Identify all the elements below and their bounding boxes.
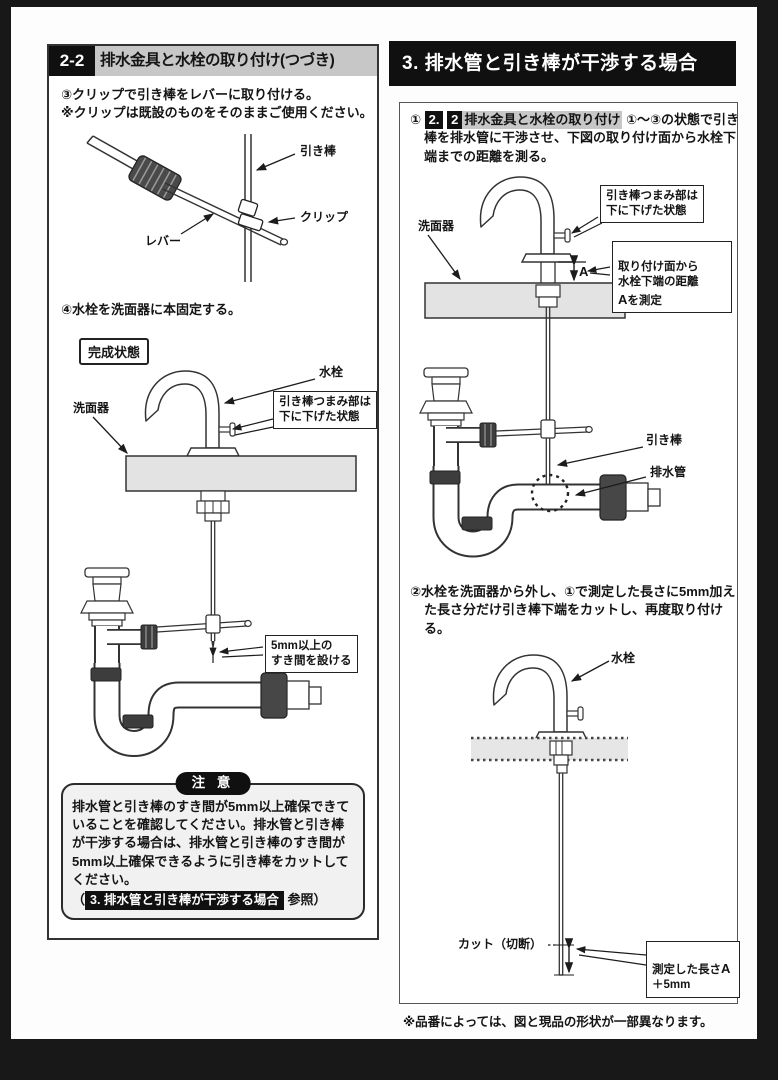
step-1-chapter-badge: 2. [424, 111, 444, 130]
section-title: 排水金具と水栓の取り付け(つづき) [95, 46, 377, 76]
measure-distance-note: 取り付け面から 水栓下端の距離 Aを測定 [612, 241, 732, 313]
caution-box: 注 意 排水管と引き棒のすき間が5mm以上確保できていることを確認してください。… [61, 772, 365, 921]
section-2-2-header: 2-2 排水金具と水栓の取り付け(つづき) [49, 46, 377, 76]
step-1-highlight: 排水金具と水栓の取り付け [462, 111, 623, 130]
gap-note: 5mm以上の すき間を設ける [265, 635, 358, 674]
caution-badge: 注 意 [175, 772, 251, 795]
clip-lever-diagram: 引き棒 クリップ レバー [69, 134, 369, 284]
step-1-section-badge: 2 [447, 111, 463, 130]
complete-state-badge: 完成状態 [79, 338, 150, 365]
step-1-number: ① [410, 112, 422, 127]
measured-part1: 測定した長さ [652, 964, 721, 977]
measure-note-part2: を測定 [627, 294, 662, 307]
section-3-header: 3. 排水管と引き棒が干渉する場合 [389, 41, 736, 86]
clip-lever-drawing [86, 134, 296, 282]
drain-pipe-label: 排水管 [650, 465, 687, 479]
measure-note-A: A [618, 291, 628, 307]
lever-label: レバー [145, 234, 182, 248]
completed-installation-diagram: 水栓 引き棒つまみ部は 下に下げた状態 洗面器 5mm以上の すき間を設ける [67, 363, 383, 778]
caution-text: 排水管と引き棒のすき間が5mm以上確保できていることを確認してください。排水管と… [72, 799, 350, 887]
rod-label: 引き棒 [300, 144, 337, 158]
measure-note-part1: 取り付け面から 水栓下端の距離 [618, 261, 699, 289]
cut-label: カット（切断） [458, 937, 543, 951]
faucet-label: 水栓 [319, 365, 344, 379]
ref-close: 参照） [287, 891, 327, 907]
manual-page: 2-2 排水金具と水栓の取り付け(つづき) ③クリップで引き棒をレバーに取り付け… [11, 7, 757, 1039]
interference-diagram: 引き棒つまみ部は 下に下げた状態 取り付け面から 水栓下端の距離 Aを測定 A … [400, 165, 737, 575]
measured-length-note: 測定した長さA ＋5mm [646, 941, 740, 998]
measured-A: A [721, 961, 731, 977]
footnote: ※品番によっては、図と現品の形状が一部異なります。 [403, 1015, 713, 1029]
faucet-label: 水栓 [611, 651, 636, 665]
section-number-badge: 2-2 [49, 46, 95, 76]
step-2-text: ②水栓を洗面器から外し、①で測定した長さに5mm加えた長さ分だけ引き棒下端をカッ… [410, 584, 736, 636]
ref-section-badge: 3. 排水管と引き棒が干渉する場合 [85, 890, 284, 911]
caution-reference: （3. 排水管と引き棒が干渉する場合 参照） [72, 890, 354, 911]
ref-open: （ [72, 891, 86, 907]
step-1-rest: ①～③の状態で引き棒を排水管に干渉させ、下図の取り付け面から水栓下端までの距離を… [424, 112, 739, 164]
section-2-2: 2-2 排水金具と水栓の取り付け(つづき) ③クリップで引き棒をレバーに取り付け… [47, 44, 379, 940]
knob-position-note: 引き棒つまみ部は 下に下げた状態 [273, 391, 377, 430]
step-3-line2: ※クリップは既設のものをそのままご使用ください。 [61, 105, 373, 121]
dimension-A-label: A [579, 264, 589, 279]
interference-drawing [419, 176, 661, 558]
completed-installation-drawing [80, 370, 357, 757]
cut-rod-drawing [471, 654, 647, 976]
clip-label: クリップ [300, 210, 349, 224]
basin-label: 洗面器 [73, 401, 110, 415]
step-3-text: ③クリップで引き棒をレバーに取り付ける。 ※クリップは既設のものをそのままご使用… [61, 86, 381, 123]
knob-position-note: 引き棒つまみ部は 下に下げた状態 [600, 185, 704, 224]
step-3-line1: ③クリップで引き棒をレバーに取り付ける。 [61, 87, 320, 102]
rod-label: 引き棒 [646, 433, 683, 447]
step-4-text: ④水栓を洗面器に本固定する。 [61, 302, 242, 317]
measured-part2: ＋5mm [652, 979, 691, 992]
cut-rod-diagram: 水栓 カット（切断） 測定した長さA ＋5mm [400, 643, 740, 998]
basin-label: 洗面器 [418, 219, 455, 233]
